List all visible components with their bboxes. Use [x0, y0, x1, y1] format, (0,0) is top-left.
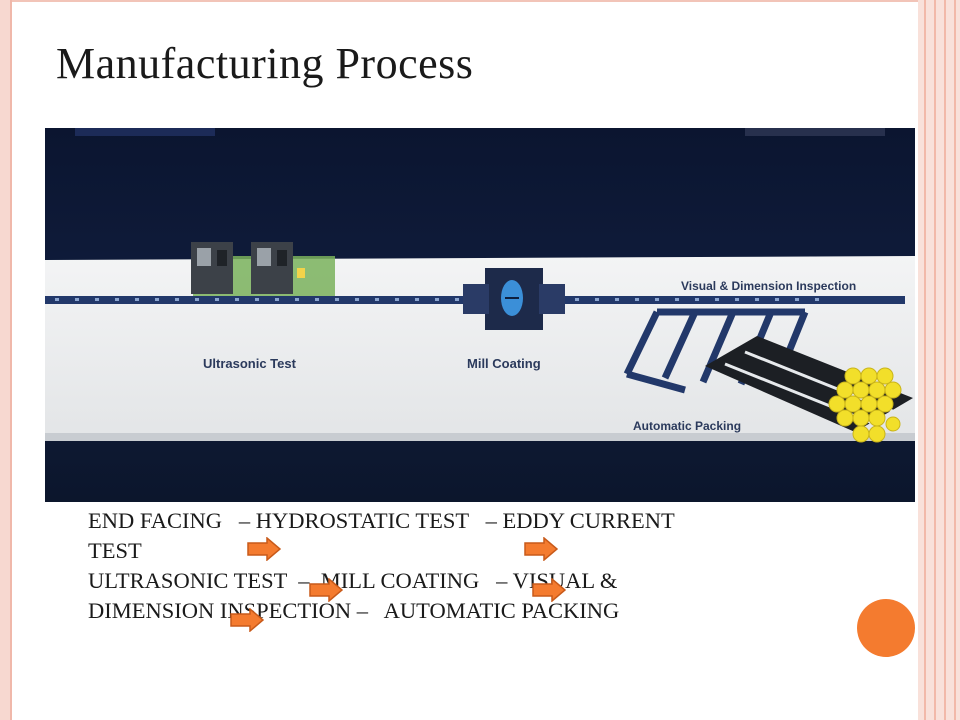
- decorative-circle: [857, 599, 915, 657]
- slide-frame-left: [0, 0, 10, 720]
- process-caption: END FACING – HYDROSTATIC TEST – EDDY CUR…: [88, 506, 888, 626]
- caption-line: END FACING – HYDROSTATIC TEST – EDDY CUR…: [88, 508, 675, 533]
- label-automatic-packing: Automatic Packing: [633, 419, 741, 433]
- caption-line: ULTRASONIC TEST – MILL COATING – VISUAL …: [88, 568, 618, 593]
- caption-line: TEST: [88, 538, 142, 563]
- slide-frame-right: [918, 0, 960, 720]
- right-arrow-icon: [532, 578, 566, 602]
- label-ultrasonic-test: Ultrasonic Test: [203, 356, 297, 371]
- slide-frame-left-line: [10, 0, 12, 720]
- label-visual-inspection: Visual & Dimension Inspection: [681, 279, 856, 293]
- label-mill-coating: Mill Coating: [467, 356, 541, 371]
- right-arrow-icon: [524, 537, 558, 561]
- page-title: Manufacturing Process: [56, 39, 474, 88]
- caption-line: DIMENSION INSPECTION – AUTOMATIC PACKING: [88, 598, 620, 623]
- process-image: Ultrasonic Test Mill Coating Visual & Di…: [45, 128, 915, 502]
- slide-frame-top: [12, 0, 918, 2]
- right-arrow-icon: [247, 537, 281, 561]
- right-arrow-icon: [230, 608, 264, 632]
- right-arrow-icon: [309, 578, 343, 602]
